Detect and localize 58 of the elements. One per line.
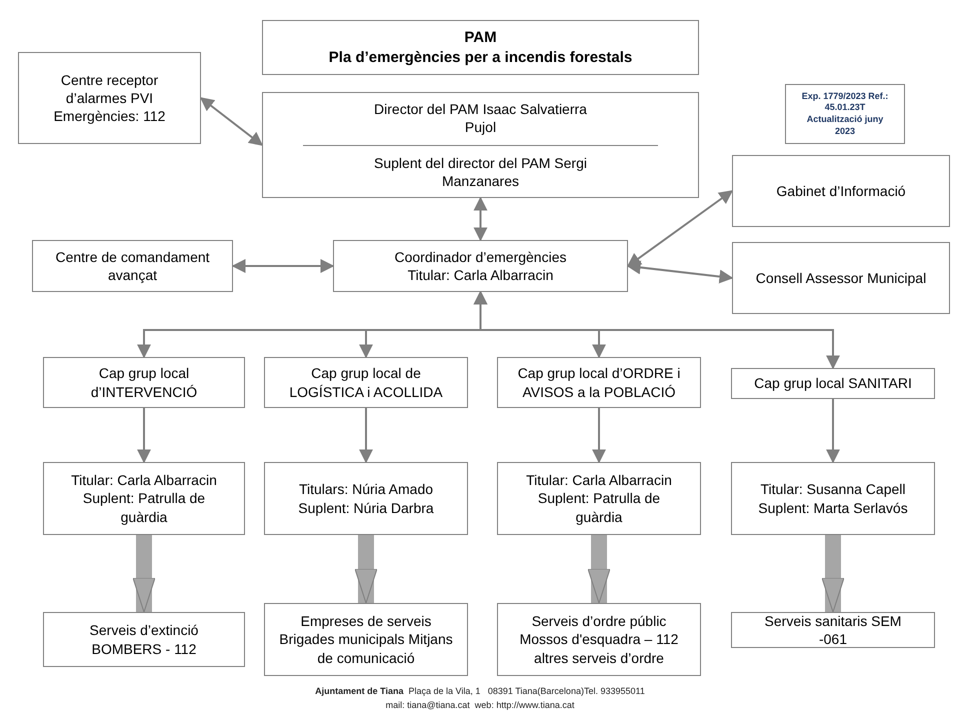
org-box [43,612,245,667]
arrow [826,399,840,464]
node-text: Serveis d’extinció BOMBERS - 112 [88,621,200,658]
org-box [732,155,950,227]
node-text: Centre receptor d’alarmes PVI Emergències: 112 [52,70,166,126]
org-box [731,462,935,535]
org-box [497,462,701,535]
footer-text: mail: tiana@tiana.cat web: http://www.tiana.cat [386,700,574,710]
node-text: Pla d’emergències per a incendis forestals [328,48,632,67]
arrow [474,196,488,242]
title-box [262,20,699,75]
arrow [200,97,264,146]
node-text: Titular: Carla Albarracin Suplent: Patrulla de guàrdia [70,471,218,526]
node-text: Centre de comandament avançat [54,248,211,284]
node-text: Gabinet d’Informació [776,182,906,200]
node-text: Consell Assessor Municipal [756,268,926,288]
org-box [43,462,245,535]
node-text: Titular: Carla Albarracin Suplent: Patrulla de guàrdia [525,471,673,526]
arrow [626,260,734,284]
node-text: Empreses de serveis Brigades municipals Mitjans de comunicació [278,612,454,667]
arrow [626,190,734,267]
node-text: Cap grup local de LOGÍSTICA i ACOLLIDA [288,364,444,401]
node-text: Titulars: Núria Amado Suplent: Núria Darbra [297,480,435,517]
arrow [137,408,151,464]
node-text: Exp. 1779/2023 Ref.: 45.01.23T Actualització juny 2023 [800,90,890,138]
org-box [32,240,233,292]
reference-box [785,84,905,144]
node-text: Coordinador d’emergències Titular: Carla Albarracin [394,248,568,284]
director-box [262,92,699,198]
org-box [731,612,935,648]
block-arrow [588,535,610,604]
arrow [359,408,373,464]
node-text: Suplent del director del PAM Sergi Manzanares [373,154,588,190]
node-text: Director del PAM Isaac Salvatierra Pujol [373,100,588,136]
org-box [264,462,468,535]
block-arrow [822,535,844,612]
node-text: Cap grup local d’ORDRE i AVISOS a la POBLACIÓ [516,364,682,401]
org-box [43,357,245,408]
node-text: Cap grup local d’INTERVENCIÓ [90,364,198,401]
arrow [232,259,334,273]
footer-text: Ajuntament de Tiana Plaça de la Vila, 1 08391 Tiana(Barcelona)Tel. 933955011 [315,686,645,696]
block-arrow [132,535,156,612]
arrow [592,408,606,464]
org-box [264,603,468,676]
org-box [497,357,701,408]
org-box [497,603,701,676]
node-text: Cap grup local SANITARI [754,374,912,393]
node-text: Titular: Susanna Capell Suplent: Marta Serlavós [757,480,909,517]
org-box [18,52,201,144]
heading: PAM [464,28,497,48]
org-box [731,368,935,399]
org-box [264,357,468,408]
node-text: Serveis sanitaris SEM -061 [764,612,902,648]
org-box [732,242,950,314]
arrow [474,290,840,370]
coordinator-box [333,240,628,292]
block-arrow [354,535,378,604]
node-text: Serveis d’ordre públic Mossos d'esquadra – 112 altres serveis d’ordre [518,612,680,667]
